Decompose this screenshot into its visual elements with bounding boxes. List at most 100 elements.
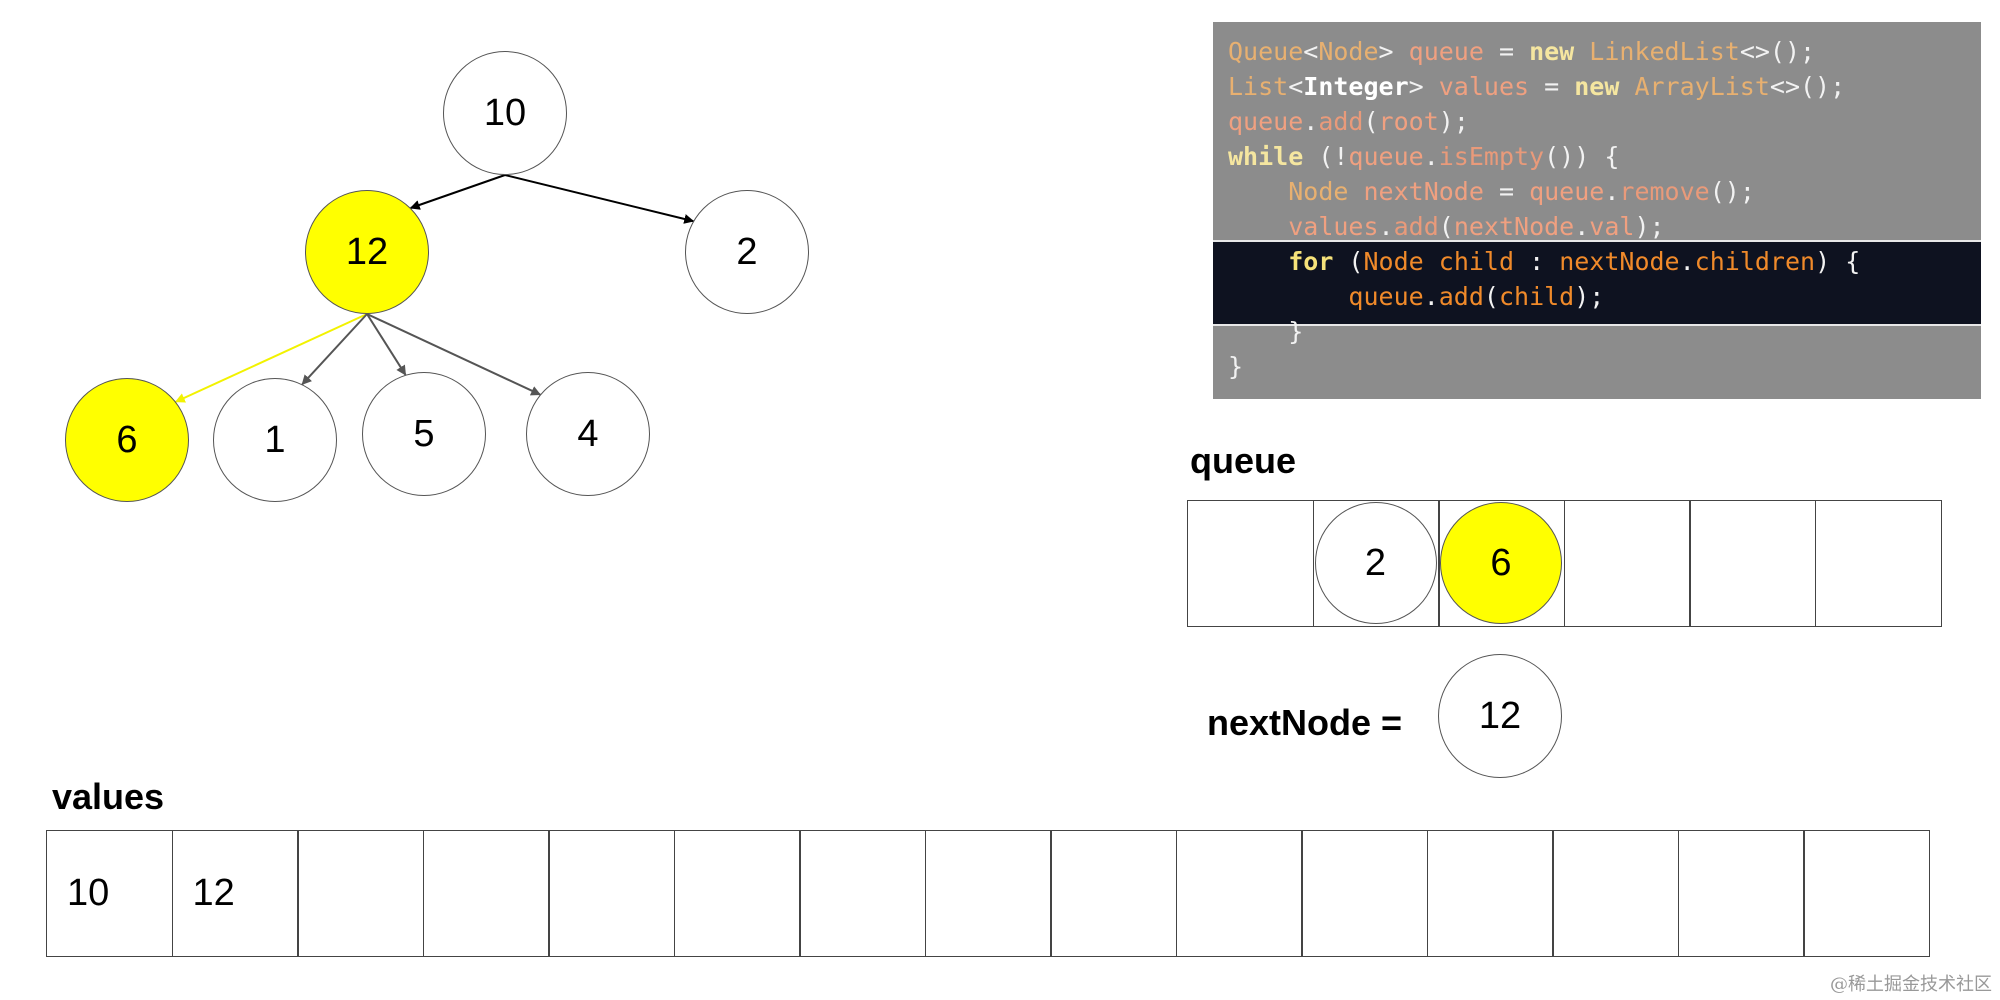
code-token: . [1423,142,1439,171]
code-token: val [1589,212,1635,241]
code-token: nextNode [1363,177,1484,206]
code-token: ( [1333,247,1364,276]
values-cell [1552,830,1679,957]
code-token: new [1574,72,1620,101]
code-token: . [1574,212,1590,241]
code-token: remove [1619,177,1710,206]
code-block: Queue<Node> queue = new LinkedList<>();L… [1228,34,1860,384]
code-token: ) { [1815,247,1861,276]
values-cell: 12 [171,830,299,957]
values-cell [548,830,675,957]
code-line: Queue<Node> queue = new LinkedList<>(); [1228,34,1860,69]
tree-node: 1 [213,378,337,502]
code-token: <>(); [1769,72,1846,101]
values-cell [799,830,926,957]
code-token [1619,72,1634,101]
code-token: new [1529,37,1575,66]
next-node-circle: 12 [1438,654,1562,778]
code-token [1228,247,1288,276]
tree-node: 10 [443,51,567,175]
queue-cell: 6 [1438,500,1565,627]
code-token: Queue [1228,37,1304,66]
code-token: } [1228,352,1244,381]
code-token [1228,177,1288,206]
values-cell [1050,830,1177,957]
code-token: ArrayList [1634,72,1770,101]
tree-edge [366,313,407,376]
code-token: . [1303,107,1319,136]
values-cell: 10 [46,830,173,957]
code-token: } [1228,317,1304,346]
code-token: for [1288,247,1334,276]
code-line: Node nextNode = queue.remove(); [1228,174,1860,209]
code-token: ( [1438,212,1454,241]
queue-cell [1814,500,1942,627]
code-token: root [1378,107,1439,136]
code-line: } [1228,349,1860,384]
values-cell [1677,830,1805,957]
code-token: child [1438,247,1515,276]
values-cell [297,830,424,957]
code-panel: Queue<Node> queue = new LinkedList<>();L… [1213,22,1981,399]
code-token: ); [1634,212,1665,241]
code-token: children [1694,247,1816,276]
code-line: queue.add(root); [1228,104,1860,139]
code-token: queue [1228,107,1304,136]
code-token: ); [1438,107,1469,136]
code-token: isEmpty [1438,142,1545,171]
tree-node: 4 [526,372,650,496]
code-token: > [1378,37,1409,66]
values-label: values [52,776,165,817]
queue-label: queue [1190,440,1297,481]
queue-node: 2 [1314,502,1437,624]
tree-node: 12 [305,190,429,314]
code-token: < [1303,37,1319,66]
code-highlight-band [1213,240,1981,326]
code-token: (! [1303,142,1349,171]
code-token: <>(); [1739,37,1816,66]
code-token: add [1393,212,1439,241]
tree-node: 5 [362,372,486,496]
values-cell [673,830,801,957]
code-token: while [1228,142,1304,171]
code-token: nextNode [1453,212,1575,241]
code-token: . [1423,282,1439,311]
code-token [1228,212,1288,241]
code-token: Node [1318,37,1379,66]
code-token: ( [1483,282,1499,311]
code-token: values [1288,212,1379,241]
code-token: Integer [1303,72,1409,101]
code-token: = [1483,177,1530,206]
code-token: queue [1348,142,1424,171]
values-cell [924,830,1052,957]
code-token: LinkedList [1589,37,1740,66]
code-token: List [1228,72,1289,101]
code-token: = [1529,72,1575,101]
code-token [1424,247,1439,276]
code-token: queue [1348,282,1424,311]
values-cell [1426,830,1554,957]
code-token: ); [1574,282,1605,311]
code-token: ()) { [1544,142,1620,171]
values-cell [422,830,550,957]
queue-node: 6 [1440,502,1562,624]
next-node-label: nextNode = [1207,702,1403,743]
code-token: Node [1288,177,1349,206]
code-line: } [1228,314,1860,349]
code-token: queue [1529,177,1605,206]
code-line: List<Integer> values = new ArrayList<>()… [1228,69,1860,104]
code-token [1574,37,1589,66]
values-cell [1175,830,1303,957]
code-token: ( [1363,107,1379,136]
watermark: @稀土掘金技术社区 [1830,974,1992,995]
code-token [1228,282,1348,311]
tree-node: 6 [65,378,189,502]
code-token: . [1378,212,1394,241]
tree-edge [409,174,506,210]
code-token: . [1604,177,1620,206]
code-token: < [1288,72,1304,101]
tree-edge [504,174,695,224]
code-token: . [1679,247,1695,276]
tree-node: 2 [685,190,809,314]
